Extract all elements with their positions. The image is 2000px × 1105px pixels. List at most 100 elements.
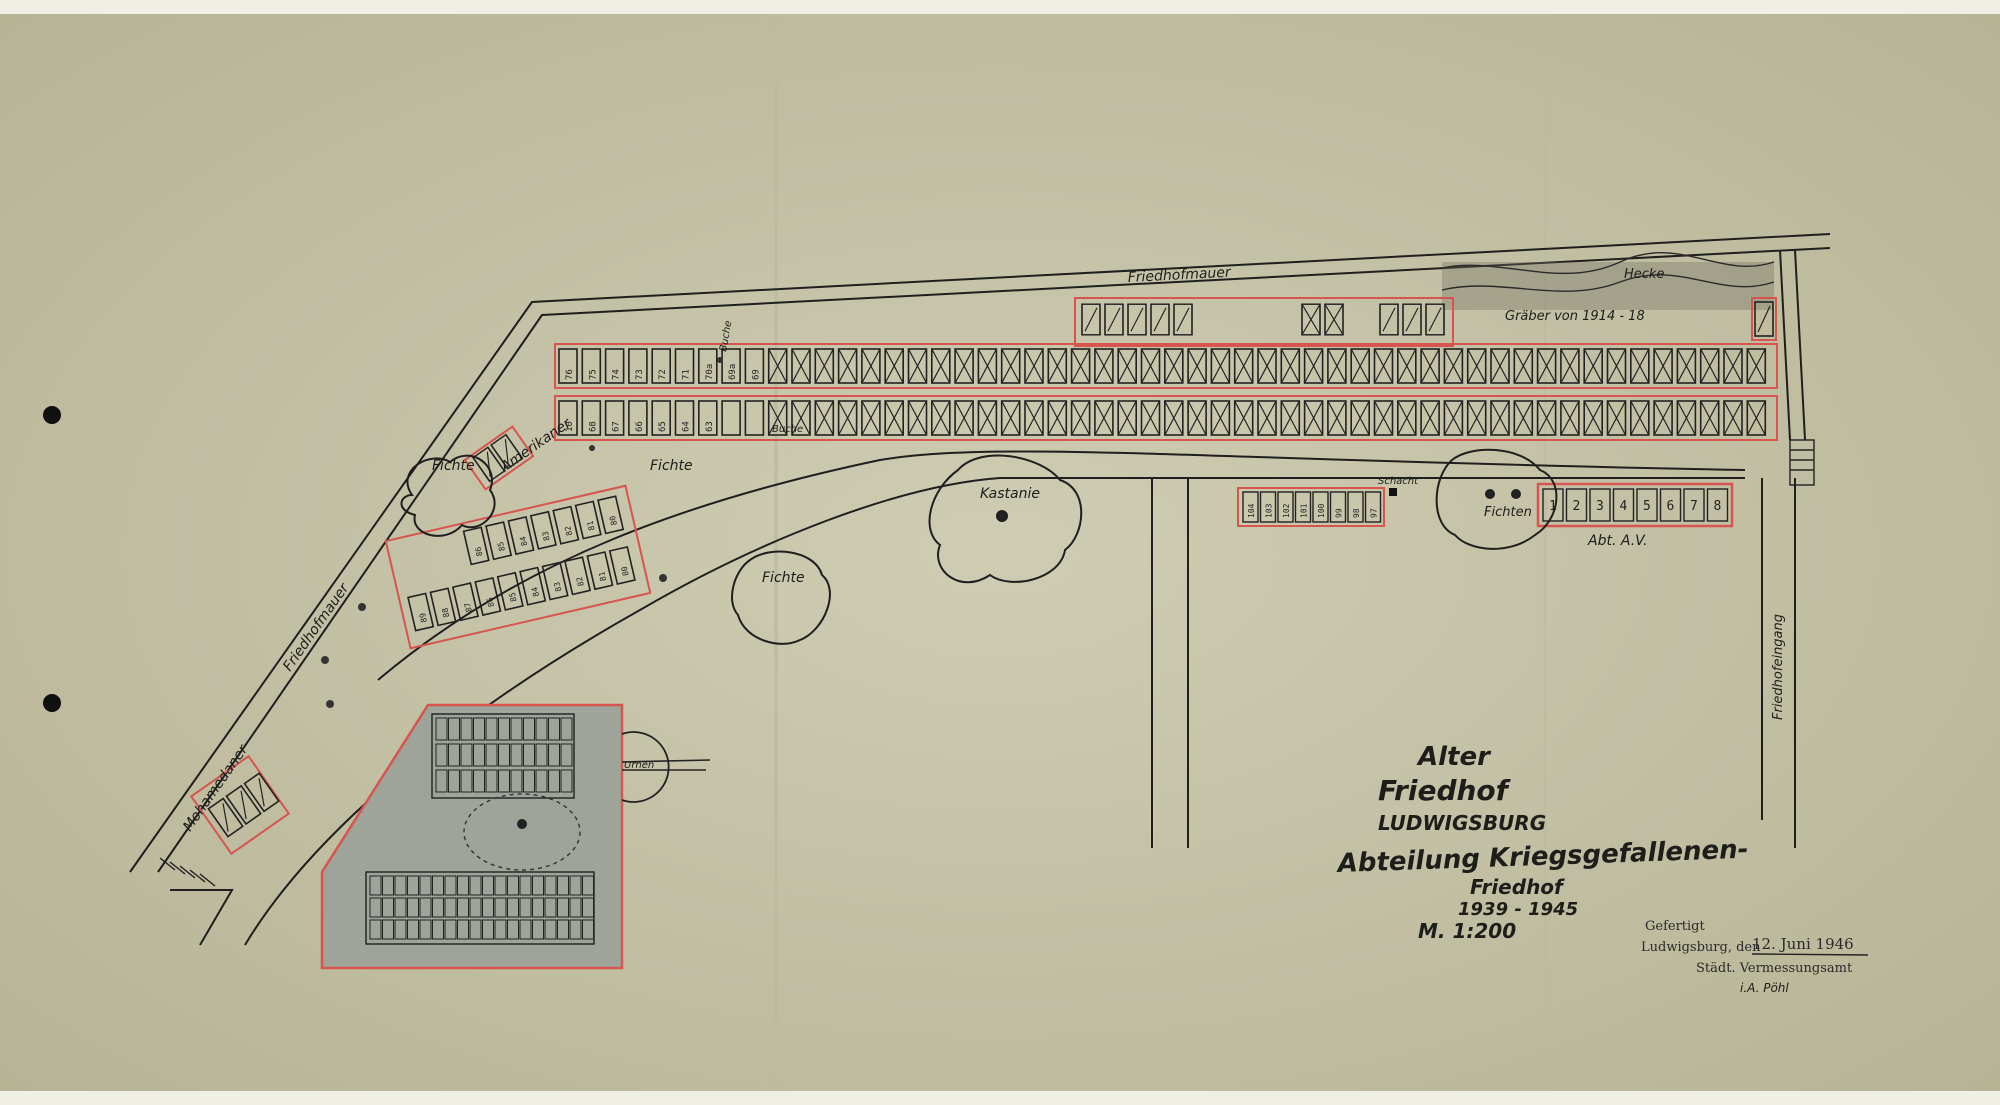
grave-plot — [473, 743, 485, 767]
grave-plot — [507, 875, 519, 896]
grave-number: 74 — [612, 369, 622, 380]
label-buche-2: Buche — [718, 320, 734, 353]
grave-plot — [507, 897, 519, 918]
grave-plot — [448, 769, 460, 793]
grave-plot — [519, 919, 532, 940]
grave-plot — [482, 919, 494, 940]
grave-plot — [1706, 488, 1729, 522]
grave-plot — [519, 875, 532, 896]
shaded-grave-field — [320, 703, 624, 970]
tree-fichte-left — [400, 454, 496, 537]
grave-number: 80 — [620, 565, 631, 577]
grave-number: 10 — [565, 421, 575, 432]
grave-plot — [557, 875, 569, 896]
grave-plot — [435, 769, 448, 793]
grave-plot — [485, 769, 498, 793]
grave-plot — [544, 897, 557, 918]
grave-number: 97 — [1370, 508, 1379, 518]
grave-plot — [569, 897, 582, 918]
grave-plot — [544, 875, 557, 896]
grave-plot — [519, 897, 532, 918]
grave-plot — [407, 919, 419, 940]
grave-plot — [1364, 491, 1382, 523]
grave-plot — [394, 875, 407, 896]
grave-plot — [382, 875, 394, 896]
grave-plot — [435, 717, 448, 741]
grave-plot — [460, 743, 473, 767]
grave-number: 86 — [474, 546, 485, 558]
grave-number: 8 — [1714, 499, 1722, 514]
grave-plot — [457, 919, 469, 940]
grave-number: 81 — [597, 570, 608, 582]
grave-number: 86 — [485, 596, 496, 608]
grave-plot — [444, 919, 457, 940]
grave-plot — [544, 919, 557, 940]
grave-plot — [560, 717, 573, 741]
grave-number: 69a — [728, 364, 738, 380]
grave-plot — [457, 875, 469, 896]
grave-plot — [557, 897, 569, 918]
grave-plot — [457, 897, 469, 918]
grave-number: 85 — [508, 591, 519, 603]
wall-dots — [321, 357, 723, 708]
stamp-line-3: Städt. Vermessungsamt — [1696, 961, 1853, 976]
grave-plot — [523, 769, 535, 793]
grave-plot — [419, 875, 432, 896]
grave-plot — [485, 717, 498, 741]
grave-plot — [473, 769, 485, 793]
grave-plot — [382, 919, 394, 940]
grave-number: 101 — [1300, 503, 1309, 518]
grave-number: 67 — [612, 421, 622, 432]
grave-plot — [382, 897, 394, 918]
grave-plot — [510, 717, 523, 741]
urn-feature: Urnen — [621, 731, 711, 803]
grave-plot — [548, 743, 560, 767]
grave-plot — [1636, 488, 1658, 522]
grave-number: 64 — [682, 421, 692, 432]
label-fichte-2: Fichte — [762, 570, 805, 586]
grave-plot — [548, 769, 560, 793]
grave-plot — [1565, 488, 1588, 522]
title-line-2: Friedhof — [1378, 774, 1512, 807]
grave-plot — [1683, 488, 1705, 522]
grave-plot — [1259, 491, 1277, 523]
grave-number: 89 — [418, 612, 429, 624]
muslim-graves — [189, 754, 291, 856]
label-friedhofeingang: Friedhofeingang — [1771, 614, 1786, 720]
grave-plot — [1347, 491, 1364, 523]
grave-number: 6 — [1667, 499, 1675, 514]
grave-plot — [1277, 491, 1294, 523]
grave-plot — [569, 919, 582, 940]
grave-plot — [1312, 491, 1329, 523]
label-schacht: Schacht — [1378, 476, 1419, 487]
grave-plot — [407, 897, 419, 918]
grave-plot — [460, 717, 473, 741]
grave-plot — [1294, 491, 1312, 523]
grave-number: 83 — [552, 581, 563, 593]
grave-number: 75 — [588, 369, 598, 380]
vertical-paths — [1151, 478, 1796, 848]
grave-plot — [557, 919, 569, 940]
grave-plot — [469, 897, 482, 918]
grave-number: 4 — [1620, 499, 1628, 514]
grave-number: 70a — [705, 364, 715, 380]
grave-number: 103 — [1265, 503, 1274, 518]
grave-plot — [444, 897, 457, 918]
grave-number: 80 — [608, 515, 619, 527]
label-kastanie: Kastanie — [980, 486, 1040, 502]
title-line-5: Friedhof — [1470, 875, 1565, 899]
grave-plot — [532, 897, 544, 918]
label-fichten: Fichten — [1484, 505, 1532, 520]
grave-number: 71 — [682, 369, 692, 380]
grave-plot — [548, 717, 560, 741]
grave-plot — [1589, 488, 1611, 522]
grave-plot — [469, 919, 482, 940]
label-friedhofmauer-top: Friedhofmauer — [1127, 265, 1232, 286]
grave-plot — [419, 919, 432, 940]
grave-number: 63 — [705, 421, 715, 432]
grave-row-lower — [554, 395, 1778, 441]
grave-number: 73 — [635, 369, 645, 380]
punch-hole-icon — [43, 406, 61, 424]
grave-row-right — [1237, 487, 1385, 527]
